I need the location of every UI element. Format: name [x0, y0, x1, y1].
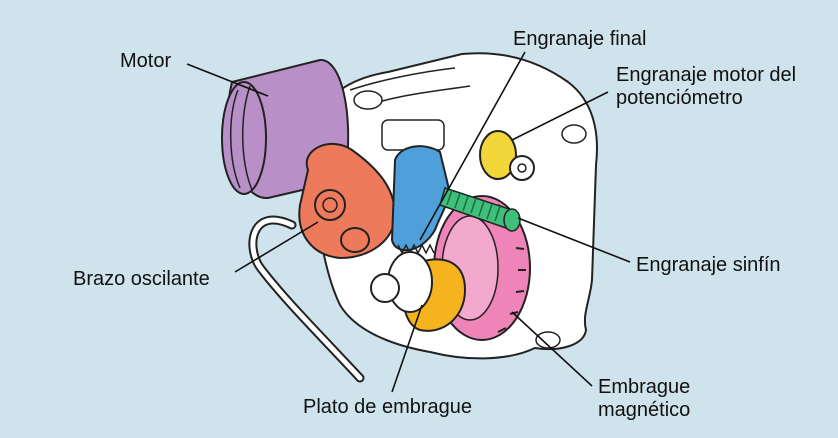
leader-motor [186, 63, 269, 97]
housing-boss-2 [561, 124, 587, 144]
label-pot-gear-line1: Engranaje motor del [616, 64, 797, 86]
label-final-gear: Engranaje final [513, 28, 646, 51]
label-motor: Motor [120, 50, 171, 73]
leader-magnetic-clutch [511, 311, 593, 387]
final-gear-teeth [397, 243, 435, 255]
leader-pot-gear [511, 91, 609, 141]
worm-gear-end [503, 208, 521, 232]
cable-core [250, 217, 363, 381]
leader-final-gear [419, 51, 526, 241]
label-magnetic-clutch: Embrague magnético [598, 376, 690, 422]
label-worm-gear: Engranaje sinfín [636, 254, 781, 277]
spur-gear-shaft [370, 273, 400, 303]
housing-block [381, 119, 445, 151]
leader-worm-gear [517, 217, 631, 263]
label-magnetic-clutch-line1: Embrague [598, 376, 691, 398]
label-clutch-plate: Plato de embrague [303, 396, 472, 419]
leader-clutch-plate [391, 304, 423, 393]
label-worm-gear-text: Engranaje sinfín [636, 254, 781, 276]
label-swing-arm: Brazo oscilante [73, 268, 210, 291]
housing-boss-3 [535, 331, 561, 349]
label-clutch-plate-text: Plato de embrague [303, 396, 473, 418]
swing-arm-pin [340, 227, 370, 253]
motor-rings [229, 85, 253, 191]
label-pot-gear: Engranaje motor del potenciómetro [616, 64, 796, 110]
label-magnetic-clutch-line2: magnético [598, 399, 691, 421]
leader-lines [186, 51, 631, 393]
label-final-gear-text: Engranaje final [513, 28, 647, 50]
label-swing-arm-text: Brazo oscilante [73, 268, 210, 290]
worm-gear-thread [446, 189, 501, 222]
label-pot-gear-line2: potenciómetro [616, 87, 743, 109]
leader-swing-arm [234, 221, 319, 273]
label-motor-text: Motor [120, 50, 172, 72]
pot-gear-small-hub [517, 163, 527, 173]
pot-gear [479, 130, 517, 180]
motor-end-cap [221, 81, 267, 195]
housing-boss [353, 90, 383, 110]
swing-arm-pivot-inner [322, 197, 338, 213]
